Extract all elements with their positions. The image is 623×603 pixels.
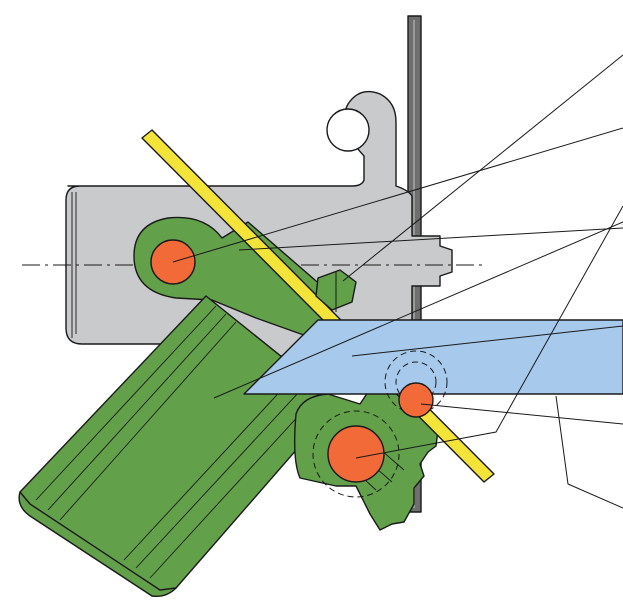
leader-line-3 [238,227,623,251]
cylinder-hatch [35,305,325,579]
leader-line-1 [342,54,623,282]
leader-line-6 [355,205,623,459]
leader-line-4 [213,221,623,399]
cylinder-edge [19,491,177,591]
leader-lines [172,54,623,509]
ring-lug-icon [326,108,370,152]
leader-line-7 [420,403,623,425]
leader-line-8 [555,395,623,509]
bolt-assembly [315,269,357,312]
housing-shading [71,192,77,338]
middle-pin [398,382,434,418]
leader-line-2 [172,127,623,263]
leader-line-5 [351,325,623,357]
lower-pin [327,425,385,483]
pivot-dashed-outer [312,410,400,498]
wedge-dashed-circle [384,350,448,414]
